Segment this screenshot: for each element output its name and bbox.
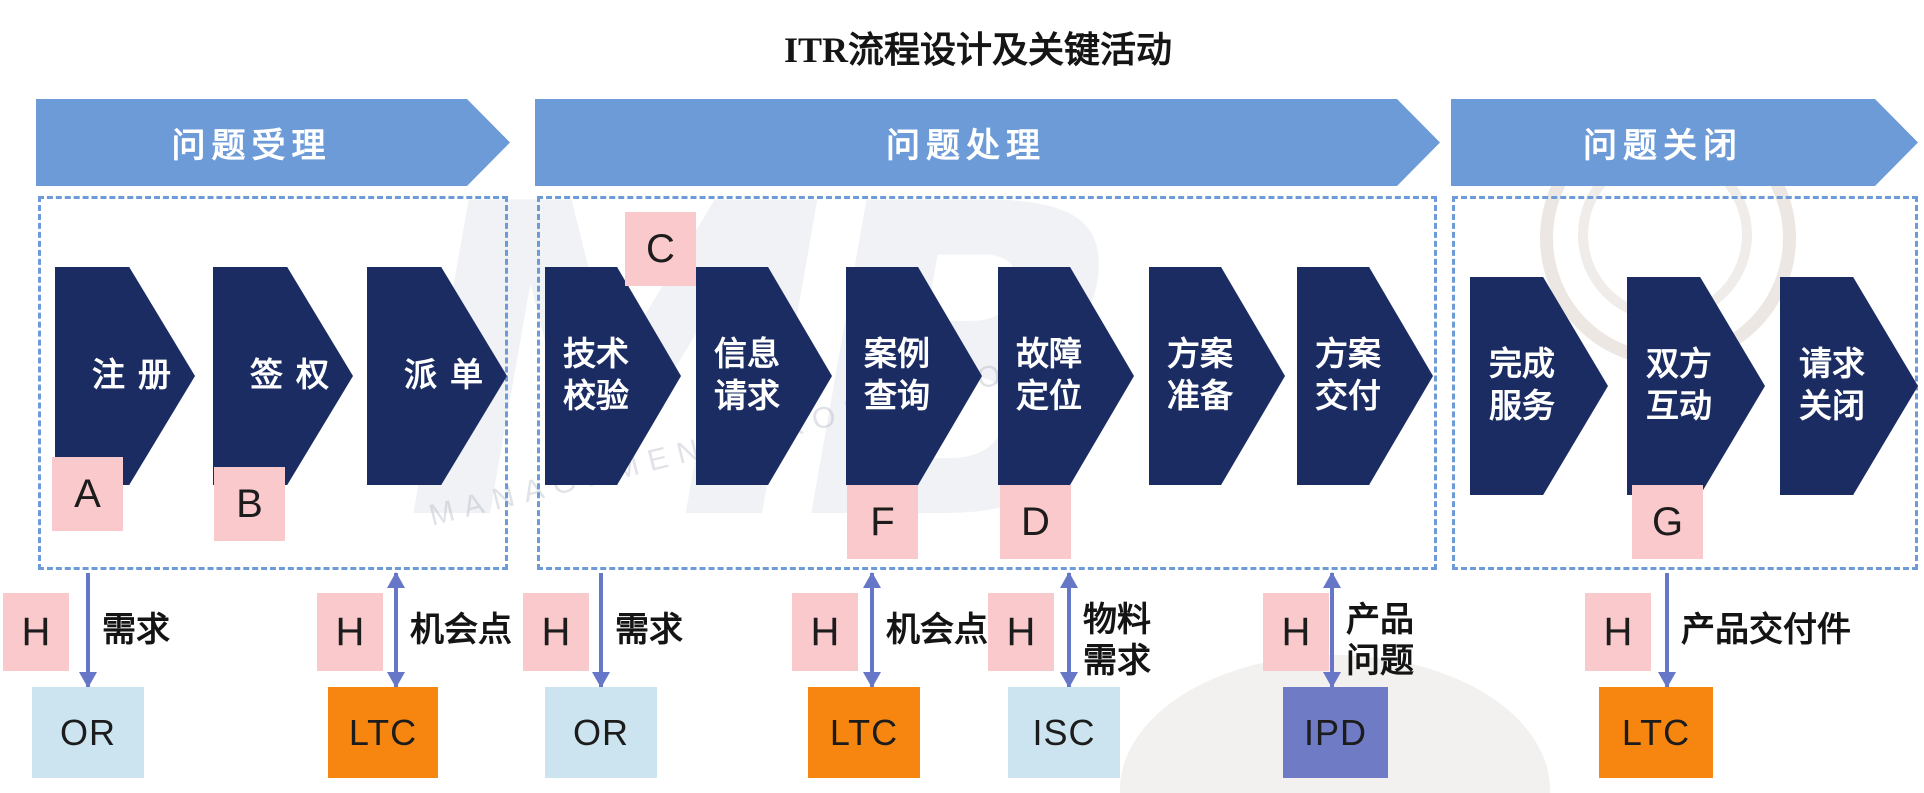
arrowhead-up (1323, 572, 1341, 588)
process-box-LTC-1: LTC (328, 687, 438, 778)
tag-H-1: H (317, 593, 383, 671)
arrowhead-up (863, 572, 881, 588)
phase-box-closure (1452, 196, 1918, 570)
process-step-label: 信息请求 (714, 337, 780, 415)
tag-H-0: H (3, 593, 69, 671)
title-banner: ITR流程设计及关键活动 (36, 10, 1920, 83)
process-step-label: 注册 (92, 358, 184, 394)
tag-H-3: H (792, 593, 858, 671)
connector-label-5: 产品问题 (1346, 602, 1414, 680)
tag-H-2: H (523, 593, 589, 671)
process-box-OR-0: OR (32, 687, 144, 778)
connector-arrow-3 (863, 572, 881, 688)
process-step-label: 签权 (250, 358, 342, 394)
connector-label-6: 产品交付件 (1681, 612, 1851, 649)
page-title: ITR流程设计及关键活动 (783, 29, 1173, 70)
connector-label-2: 需求 (615, 612, 683, 649)
stage-banner-closure: 问题关闭 (1451, 99, 1918, 186)
tag-H-4: H (988, 593, 1054, 671)
connector-arrow-6 (1658, 573, 1676, 688)
arrowhead-down (79, 672, 97, 688)
process-step-label: 派单 (404, 358, 496, 394)
process-box-LTC-6: LTC (1599, 687, 1713, 778)
phase-box-handling (537, 196, 1437, 570)
arrowhead-down (1658, 672, 1676, 688)
tag-B: B (214, 467, 285, 541)
connector-label-3: 机会点 (886, 612, 988, 649)
arrowhead-down (1323, 672, 1341, 688)
process-step-chevron-3: 技术校验 (545, 267, 681, 485)
process-step-label: 完成服务 (1489, 347, 1555, 425)
tag-F: F (847, 485, 918, 559)
stage-banner-acceptance: 问题受理 (36, 99, 510, 186)
connector-arrow-2 (592, 573, 610, 688)
connector-arrow-1 (387, 572, 405, 688)
tag-G: G (1632, 485, 1703, 559)
tag-A: A (52, 457, 123, 531)
process-step-label: 案例查询 (864, 337, 930, 415)
process-step-label: 请求关闭 (1799, 347, 1865, 425)
process-box-IPD-5: IPD (1283, 687, 1388, 778)
connector-label-1: 机会点 (410, 612, 512, 649)
arrowhead-up (387, 572, 405, 588)
connector-arrow-4 (1060, 572, 1078, 688)
process-box-ISC-4: ISC (1008, 687, 1120, 778)
connector-arrow-5 (1323, 572, 1341, 688)
arrowhead-down (1060, 672, 1078, 688)
process-step-label: 双方互动 (1646, 347, 1712, 425)
tag-D: D (1000, 485, 1071, 559)
stage-banner-handling: 问题处理 (535, 99, 1440, 186)
process-box-OR-2: OR (545, 687, 657, 778)
tag-C: C (625, 212, 696, 286)
connector-label-0: 需求 (102, 612, 170, 649)
process-box-LTC-3: LTC (808, 687, 920, 778)
tag-H-5: H (1263, 593, 1329, 671)
arrowhead-down (387, 672, 405, 688)
tag-H-6: H (1585, 593, 1651, 671)
process-step-label: 技术校验 (563, 337, 629, 415)
process-step-label: 故障定位 (1016, 337, 1082, 415)
connector-label-4: 物料需求 (1083, 602, 1151, 680)
connector-arrow-0 (79, 573, 97, 688)
process-step-label: 方案准备 (1167, 337, 1233, 415)
process-step-label: 方案交付 (1315, 337, 1381, 415)
phase-box-acceptance (38, 196, 508, 570)
arrowhead-down (863, 672, 881, 688)
arrowhead-up (1060, 572, 1078, 588)
arrowhead-down (592, 672, 610, 688)
